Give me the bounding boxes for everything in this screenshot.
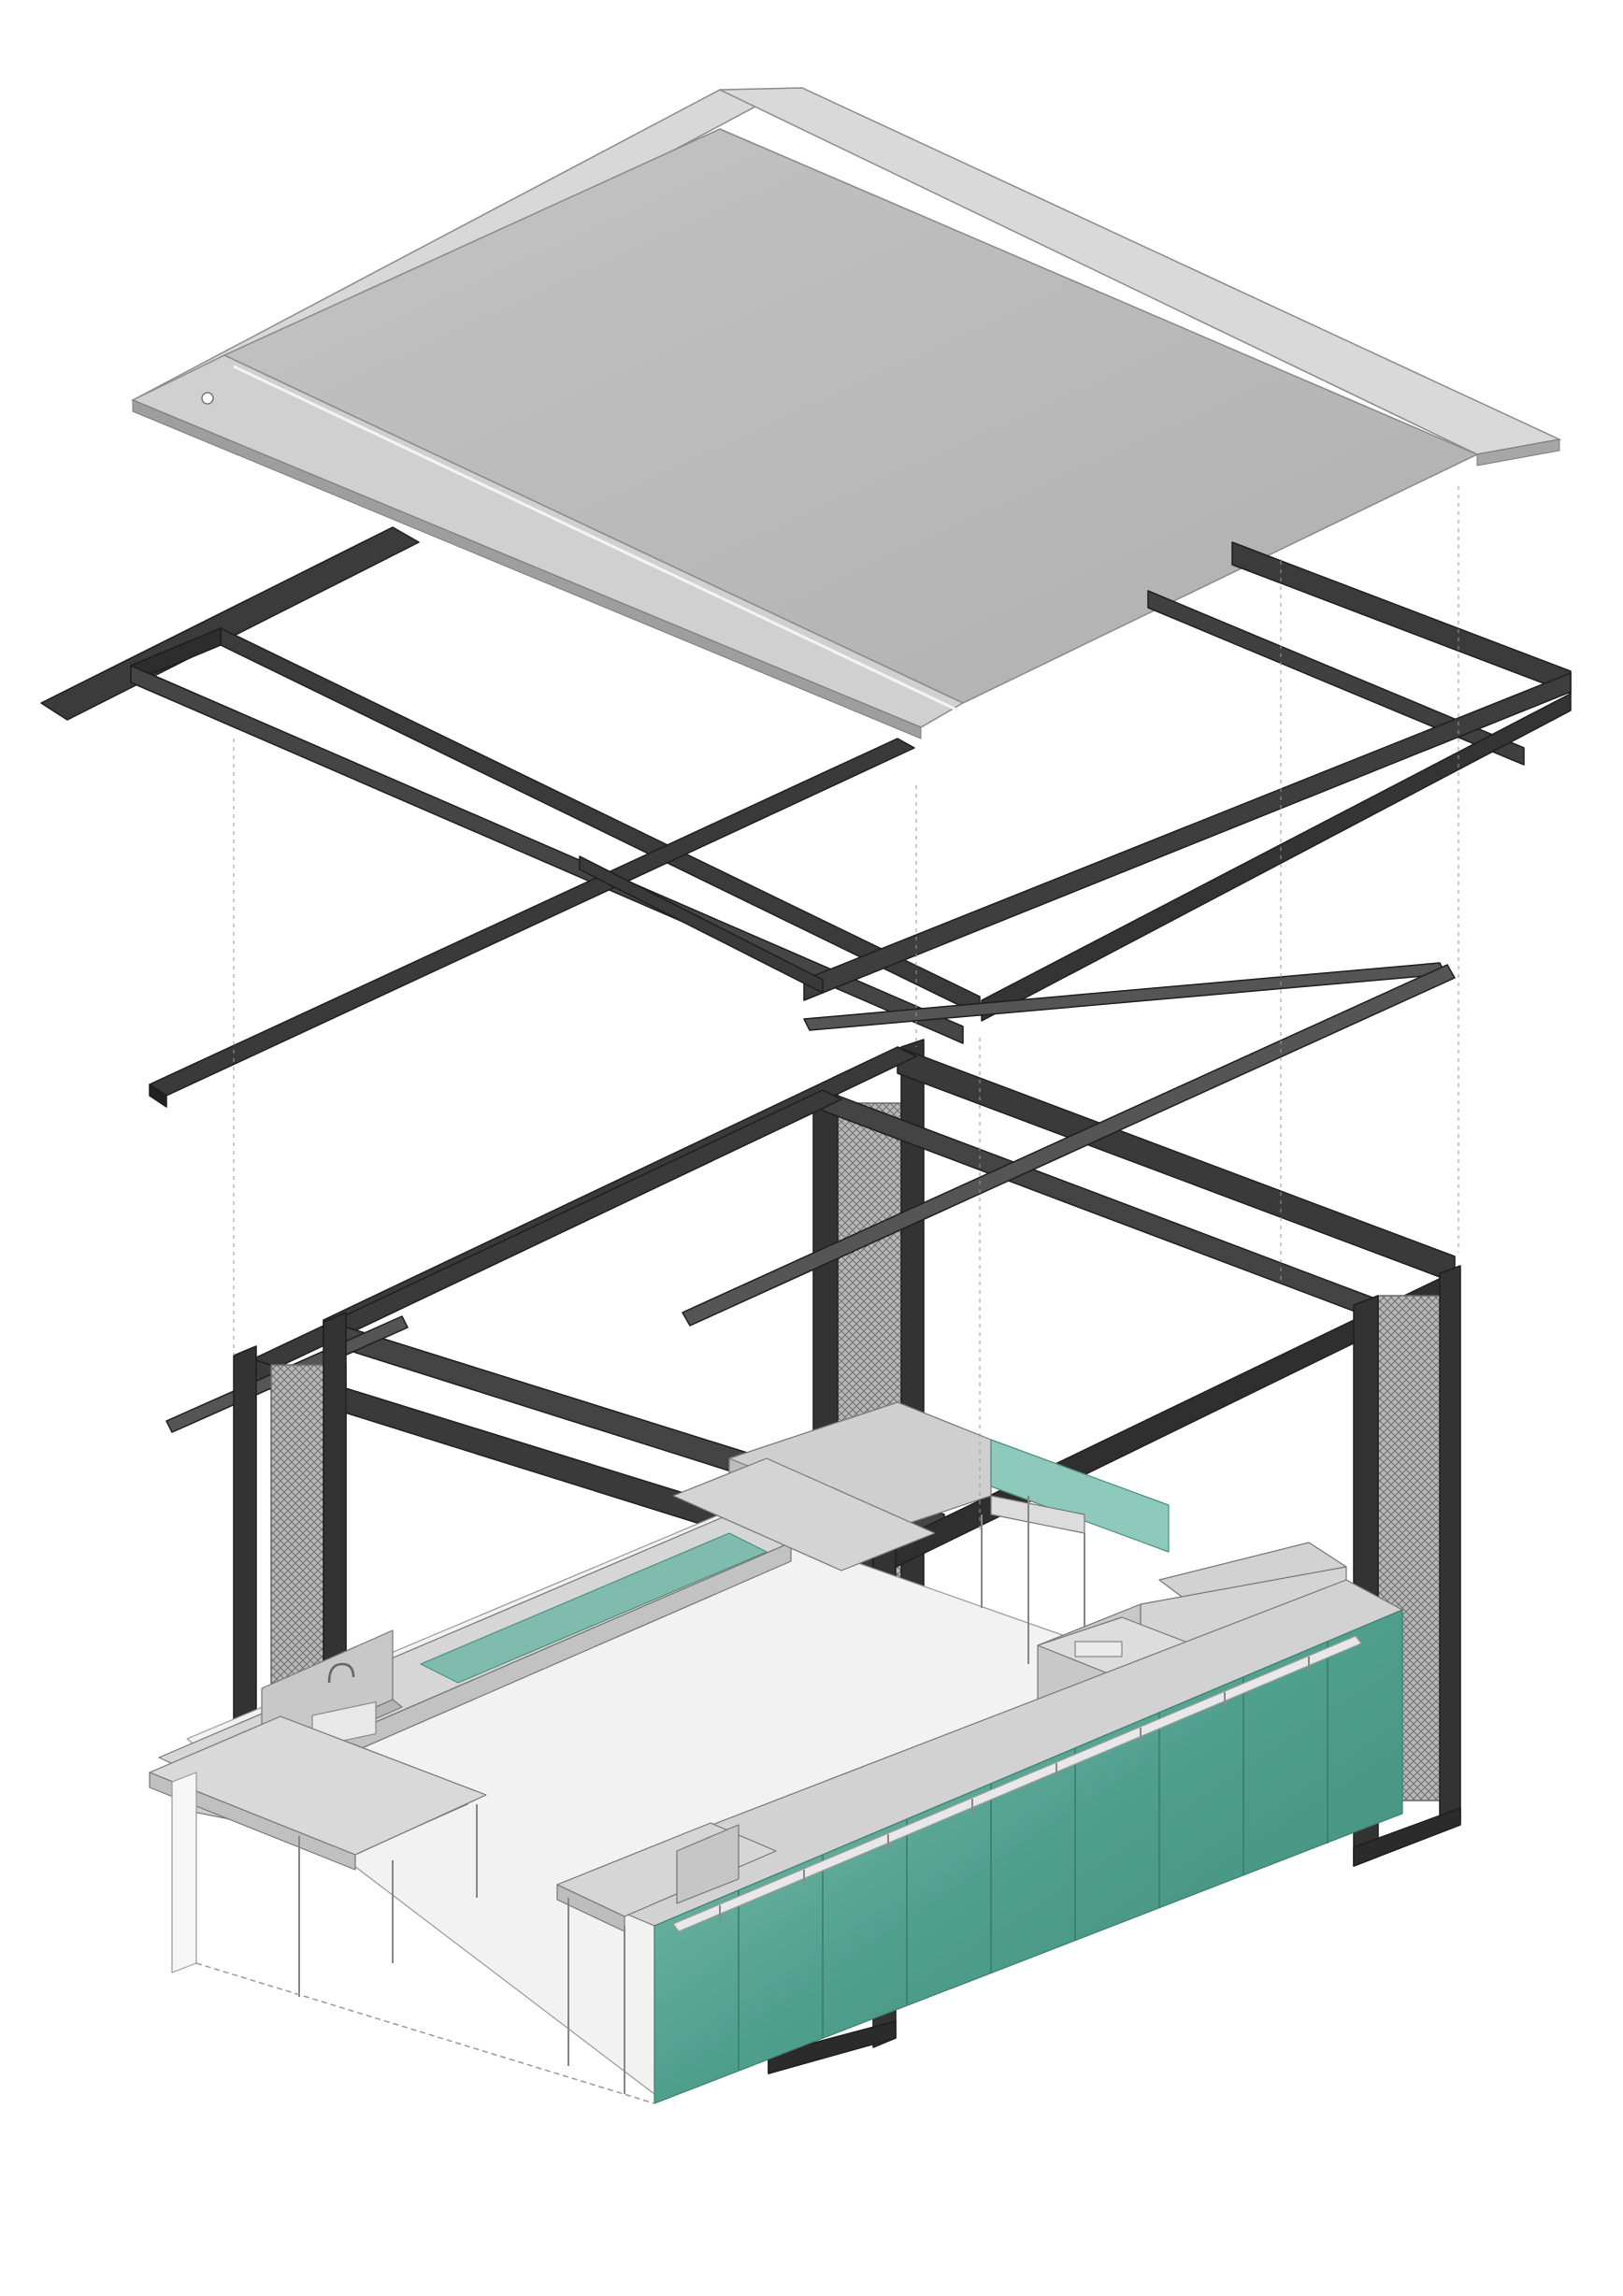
kiosk-interior: [149, 1401, 1403, 2104]
roof-panel: [131, 87, 1562, 739]
roof-frame-beam-back-right: [1147, 590, 1525, 766]
roof-frame: [40, 526, 1572, 1108]
faucet-icon: [327, 1662, 355, 1684]
top-purlin: [682, 964, 1456, 1327]
column-left-front: [233, 1345, 257, 1768]
glass-panel-joints: [738, 1642, 1329, 2070]
roof-drip: [1476, 438, 1560, 466]
front-counter-rail: [672, 1635, 1362, 1932]
roof-frame-crossbeam: [579, 855, 824, 994]
rear-counter-teal: [990, 1439, 1170, 1553]
roof-frame-beam-left: [40, 526, 420, 721]
projection-lines: [233, 486, 1459, 1533]
floor-edge-line: [195, 1962, 655, 2104]
roof-sheet: [223, 128, 1479, 704]
front-counter-glass: [654, 1609, 1403, 2104]
rail-brackets: [719, 1657, 1310, 1920]
column-right-back: [1439, 1265, 1461, 1831]
roof-groove-line: [233, 365, 959, 712]
right-sink: [1074, 1641, 1123, 1657]
roof-drain-hole: [201, 392, 214, 405]
end-counter-box: [676, 1824, 740, 1904]
roof-edge-fold: [132, 399, 922, 739]
back-glazing: [420, 1532, 768, 1684]
roof-frame-beam-cross-right: [981, 693, 1572, 1022]
roof-frame-beam-right: [1231, 541, 1572, 695]
left-end-frame: [171, 1772, 197, 1973]
